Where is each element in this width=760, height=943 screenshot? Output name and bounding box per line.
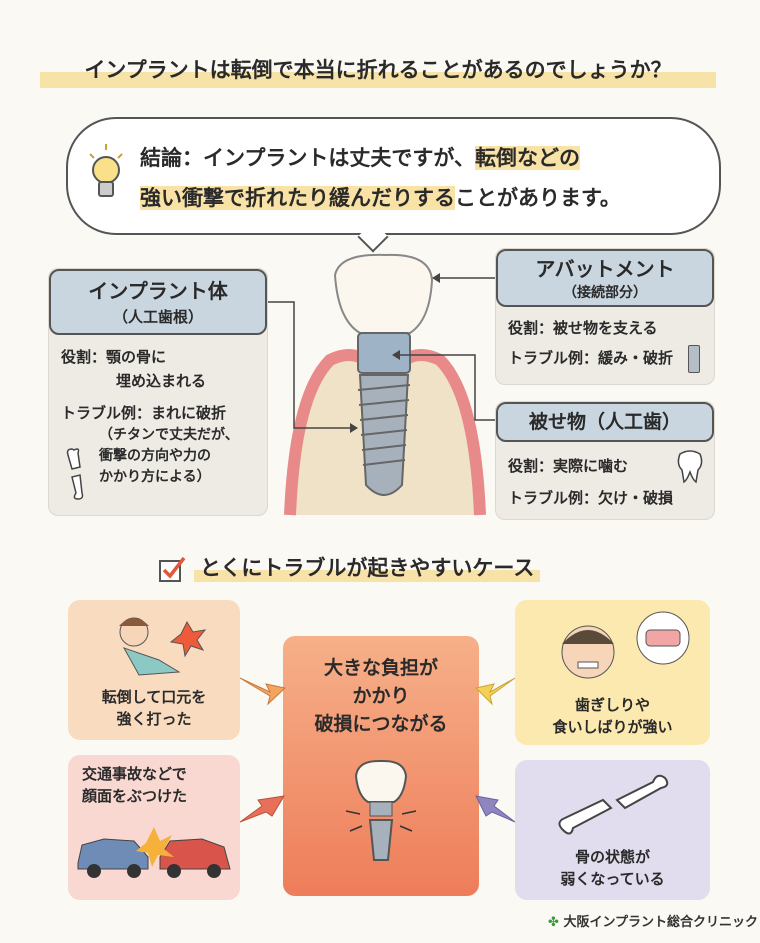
- page-title: インプラントは転倒で本当に折れることがあるのでしょうか？: [40, 52, 716, 88]
- abutment-connector: [400, 354, 495, 421]
- arrow-bone: [475, 795, 516, 823]
- chipped-tooth-icon: [677, 450, 703, 484]
- falling-person-icon: [119, 617, 207, 676]
- implant-body-connector: [268, 301, 350, 429]
- checkbox-icon: [159, 556, 186, 582]
- case-bruxism: 歯ぎしりや 食いしばりが強い: [515, 600, 710, 745]
- conclusion-highlight: 強い衝撃で折れたり緩んだりする: [140, 186, 455, 210]
- note-text: （チタンで丈夫だが、: [99, 427, 239, 443]
- conclusion-label: 結論：: [140, 146, 203, 170]
- conclusion-part: インプラントは丈夫ですが、: [203, 146, 475, 170]
- connector-lines: [268, 273, 495, 433]
- note-text: 衝撃の方向や力の: [99, 448, 211, 464]
- crown-role: 役割：実際に噛む: [508, 457, 629, 475]
- car-crash-icon: [77, 827, 231, 878]
- clover-icon: ✤: [548, 915, 559, 930]
- crown-trouble: トラブル例：欠け・破損: [508, 489, 674, 507]
- implant-body-subtitle: （人工歯根）: [112, 308, 203, 326]
- result-card: 大きな負担が かかり 破損につながる: [283, 636, 479, 896]
- abutment-title: アバットメント: [535, 257, 675, 281]
- arrow-fall: [239, 677, 287, 706]
- case-fall: 転倒して口元を 強く打った: [68, 600, 240, 740]
- abutment-trouble: トラブル例：緩み・破折: [508, 349, 674, 367]
- abutment-icon: [688, 345, 700, 373]
- case-bruxism-text: 歯ぎしりや 食いしばりが強い: [552, 696, 673, 736]
- crown-shape: [333, 253, 434, 334]
- lightbulb-icon: [89, 144, 123, 197]
- role-label: 役割：: [61, 348, 107, 366]
- conclusion-highlight: 転倒などの: [474, 146, 580, 170]
- case-arrows: [239, 677, 516, 823]
- clinic-logo: ✤ 大阪インプラント総合クリニック: [548, 911, 758, 930]
- case-accident: 交通事故などで 顔面をぶつけた: [68, 755, 240, 900]
- broken-implant-icon: [345, 759, 417, 861]
- result-text: 大きな負担が かかり 破損につながる: [314, 657, 448, 735]
- arrow-bruxism: [475, 677, 516, 706]
- case-accident-text: 交通事故などで 顔面をぶつけた: [82, 765, 188, 805]
- case-fall-text: 転倒して口元を 強く打った: [101, 688, 207, 728]
- case-bone: 骨の状態が 弱くなっている: [515, 760, 710, 900]
- abutment-card: アバットメント （接続部分） 役割：被せ物を支える トラブル例：緩み・破折: [495, 248, 715, 385]
- broken-bone-icon: [558, 774, 668, 835]
- implant-body-card: インプラント体 （人工歯根） 役割：顎の骨に 埋め込まれる トラブル例：まれに破…: [48, 268, 268, 516]
- broken-bone-icon: [66, 448, 84, 500]
- teeth-grinding-icon: [561, 611, 689, 679]
- implant-body-title: インプラント体: [88, 279, 228, 303]
- note-text: かかり方による）: [99, 469, 211, 485]
- conclusion-bubble: [66, 117, 721, 235]
- case-bone-text: 骨の状態が 弱くなっている: [560, 848, 665, 888]
- cases-heading: とくにトラブルが起きやすいケース: [194, 552, 541, 582]
- trouble-text: まれに破折: [151, 404, 227, 422]
- role-text: 埋め込まれる: [116, 372, 207, 390]
- trouble-label: トラブル例：: [61, 404, 152, 422]
- conclusion-text: 結論：インプラントは丈夫ですが、転倒などの 強い衝撃で折れたり緩んだりすることが…: [140, 138, 621, 218]
- arrow-accident: [239, 795, 285, 823]
- implant-illustration: [284, 253, 486, 516]
- abutment-shape: [357, 332, 411, 374]
- abutment-subtitle: （接続部分）: [563, 285, 647, 301]
- abutment-role: 役割：被せ物を支える: [508, 319, 658, 337]
- implant-screw-shape: [357, 374, 411, 496]
- role-text: 顎の骨に: [106, 348, 167, 366]
- crown-title: 被せ物（人工歯）: [496, 402, 714, 442]
- conclusion-part: ことがあります。: [455, 186, 621, 210]
- clinic-name: 大阪インプラント総合クリニック: [563, 915, 759, 930]
